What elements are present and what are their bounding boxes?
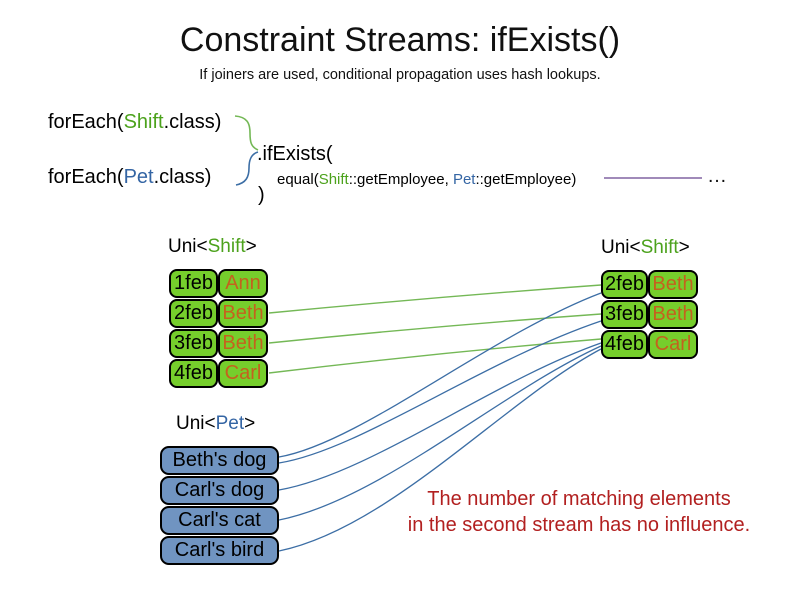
code-foreach-pet: forEach(Pet.class) [48, 165, 211, 189]
green-link-3feb [268, 313, 602, 344]
table-row: 4feb Carl [601, 330, 698, 359]
employee-cell: Beth [218, 299, 268, 328]
code-text: .class) [163, 111, 222, 133]
code-ifexists: .ifExists( [257, 142, 333, 166]
table-row: 3feb Beth [169, 329, 268, 358]
green-link-2feb [268, 284, 602, 314]
date-cell: 1feb [169, 269, 218, 298]
label-text: Uni< [601, 237, 641, 258]
employee-cell: Carl [218, 359, 268, 388]
label-text: > [244, 413, 256, 434]
page-title: Constraint Streams: ifExists() [179, 21, 621, 59]
shift-left-label: Uni<Shift> [168, 236, 257, 258]
date-cell: 2feb [169, 299, 218, 328]
code-text: ) [258, 184, 265, 206]
code-close-paren: ) [258, 183, 265, 207]
pet-class-token: Pet [123, 166, 154, 188]
label-text: > [678, 237, 690, 258]
blue-link-bethsdog-2feb [278, 292, 602, 458]
code-text: ::getEmployee) [475, 171, 577, 188]
pet-class-token: Pet [452, 171, 476, 188]
note-text: The number of matching elements in the s… [388, 486, 770, 538]
date-cell: 4feb [169, 359, 218, 388]
table-row: 3feb Beth [601, 300, 698, 329]
pet-class-token: Pet [215, 413, 245, 434]
pet-row: Carl's bird [160, 536, 279, 565]
code-text: forEach( [48, 166, 124, 188]
date-cell: 2feb [601, 270, 648, 299]
shift-right-label: Uni<Shift> [601, 237, 690, 259]
brace-top-green [234, 115, 259, 151]
employee-cell: Carl [648, 330, 698, 359]
pet-row: Beth's dog [160, 446, 279, 475]
pet-row: Carl's dog [160, 476, 279, 505]
shift-class-token: Shift [123, 111, 164, 133]
note-line-1: The number of matching elements [427, 488, 731, 510]
code-text: equal( [277, 171, 319, 188]
date-cell: 3feb [169, 329, 218, 358]
shift-class-token: Shift [207, 236, 246, 257]
note-line-2: in the second stream has no influence. [407, 514, 751, 536]
blue-link-carlsdog-4feb [278, 342, 602, 491]
code-text: forEach( [48, 111, 124, 133]
blue-link-bethsdog-3feb [278, 320, 602, 464]
label-text: Uni< [176, 413, 216, 434]
shift-class-token: Shift [318, 171, 349, 188]
employee-cell: Beth [648, 270, 698, 299]
code-text: ::getEmployee, [348, 171, 453, 188]
brace-bottom-blue [235, 151, 259, 186]
green-link-4feb [268, 338, 602, 374]
shift-class-token: Shift [640, 237, 679, 258]
date-cell: 4feb [601, 330, 648, 359]
code-equal-joiner: equal(Shift::getEmployee, Pet::getEmploy… [277, 171, 576, 189]
code-text: .ifExists( [257, 143, 333, 165]
pet-table: Beth's dog Carl's dog Carl's cat Carl's … [160, 446, 279, 566]
table-row: 2feb Beth [169, 299, 268, 328]
table-row: 2feb Beth [601, 270, 698, 299]
label-text: > [245, 236, 257, 257]
employee-cell: Beth [218, 329, 268, 358]
employee-cell: Beth [648, 300, 698, 329]
shift-right-table: 2feb Beth 3feb Beth 4feb Carl [601, 270, 698, 360]
code-foreach-shift: forEach(Shift.class) [48, 110, 221, 134]
label-text: Uni< [168, 236, 208, 257]
table-row: 1feb Ann [169, 269, 268, 298]
pet-label: Uni<Pet> [176, 413, 255, 435]
code-text: .class) [153, 166, 212, 188]
ellipsis-text: … [707, 165, 728, 187]
page-subtitle: If joiners are used, conditional propaga… [199, 67, 601, 83]
employee-cell: Ann [218, 269, 268, 298]
shift-left-table: 1feb Ann 2feb Beth 3feb Beth 4feb Carl [169, 269, 268, 389]
pet-row: Carl's cat [160, 506, 279, 535]
table-row: 4feb Carl [169, 359, 268, 388]
date-cell: 3feb [601, 300, 648, 329]
